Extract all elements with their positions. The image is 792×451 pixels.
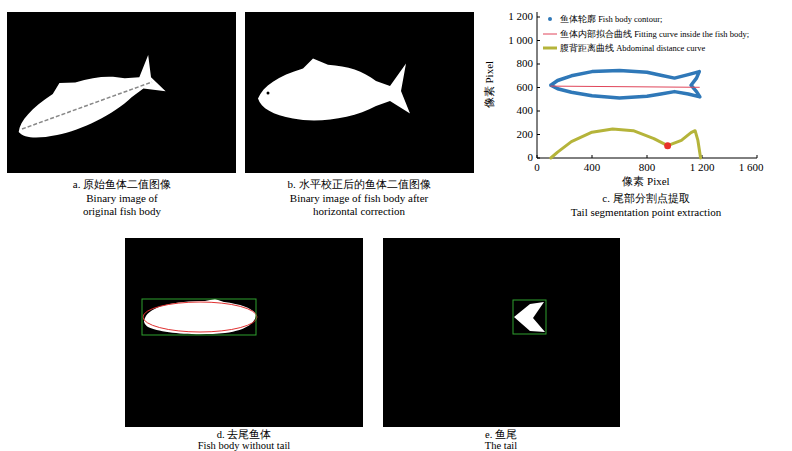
caption: a. 原始鱼体二值图像 [73,178,171,191]
tick [537,134,540,135]
tick-label: 200 [517,128,534,141]
legend-sample [548,17,552,21]
line-chart [537,12,757,158]
distance-curve [551,129,701,158]
fish-silhouette [258,59,410,121]
tick-label: 1 200 [690,161,715,174]
tick-label: 0 [534,161,540,174]
fit-ellipse [143,302,257,332]
tick-label: 0 [528,151,534,164]
fish-contour [551,71,700,99]
tick [592,155,593,158]
legend-text: 鱼体内部拟合曲线 Fitting curve inside the fish b… [560,29,749,39]
tick [537,155,538,158]
tick-label: 1 600 [739,161,764,174]
split-point [664,142,671,149]
tick-label: 800 [639,161,656,174]
axis-line [22,82,152,129]
caption: Binary image of fish body after horizont… [289,192,429,218]
tick-label: 1 200 [508,10,533,23]
tick-label: 1 000 [508,34,533,47]
legend-text: 腹背距离曲线 Abdominal distance curve [560,43,705,53]
caption: Fish body without tail [198,440,290,451]
tick-label: 400 [584,161,601,174]
tick-label: 400 [517,104,534,117]
tick-label: 600 [517,81,534,94]
fish-silhouette [8,50,168,149]
tick [757,155,758,158]
caption: b. 水平校正后的鱼体二值图像 [288,178,431,191]
bounding-box [142,299,256,335]
caption: The tail [485,440,517,451]
bounding-box [513,300,546,334]
tick [537,64,540,65]
fish-body [144,299,256,334]
caption: Binary image of original fish body [72,192,172,218]
image-panel [125,238,363,427]
axis-title: 像素 Pixel [483,61,496,108]
legend-sample [543,34,557,35]
image-panel [7,12,236,173]
caption: d. 去尾鱼体 [217,429,272,440]
caption: e. 鱼尾 [485,429,517,440]
fish-tail [514,302,545,332]
y-axis [537,12,538,158]
caption: Tail segmentation point extraction [571,206,721,219]
legend-text: 鱼体轮廓 Fish body contour; [560,14,662,24]
tick [537,87,540,88]
fish-eye [267,92,270,95]
tick-label: 800 [517,57,534,70]
axis-title: 像素 Pixel [622,175,669,188]
image-panel [383,238,620,427]
tick [537,17,540,18]
image-panel [245,12,474,173]
fit-line [551,86,700,87]
caption: c. 尾部分割点提取 [602,192,689,205]
tick [537,40,540,41]
legend-sample [543,47,557,50]
tick [647,155,648,158]
tick [537,111,540,112]
